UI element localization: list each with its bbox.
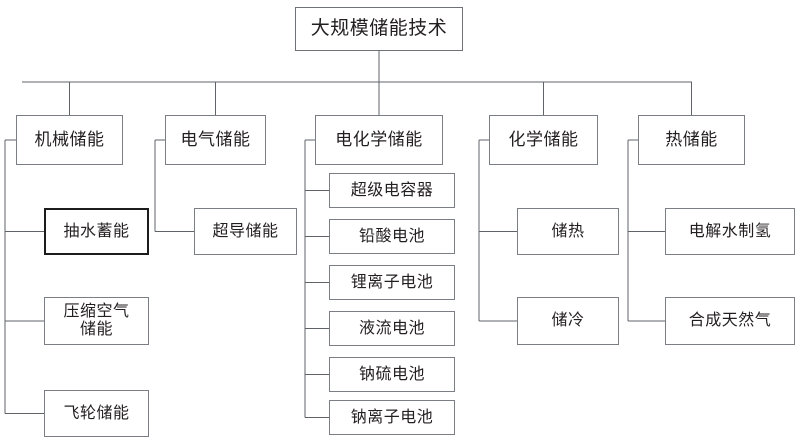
branch-0-child-2-node[interactable]: 飞轮储能 xyxy=(44,390,149,437)
node-label: 钠离子电池 xyxy=(350,408,434,426)
node-label: 热储能 xyxy=(665,130,718,150)
branch-2-child-0-node[interactable]: 超级电容器 xyxy=(329,173,455,208)
node-label: 电气储能 xyxy=(180,130,251,150)
branch-4-child-1-node[interactable]: 合成天然气 xyxy=(665,297,795,345)
branch-0-child-0-node[interactable]: 抽水蓄能 xyxy=(44,208,149,255)
node-label: 机械储能 xyxy=(34,130,105,150)
branch-3-child-0-node[interactable]: 储热 xyxy=(517,208,619,255)
branch-3-node[interactable]: 化学储能 xyxy=(489,115,598,165)
branch-0-child-1-node[interactable]: 压缩空气 储能 xyxy=(44,297,149,345)
root-node[interactable]: 大规模储能技术 xyxy=(295,7,463,51)
node-label: 电化学储能 xyxy=(335,130,423,150)
node-label: 储冷 xyxy=(551,312,585,330)
node-label: 压缩空气 储能 xyxy=(63,303,130,338)
node-label: 铅酸电池 xyxy=(358,227,425,245)
branch-3-child-1-node[interactable]: 储冷 xyxy=(517,297,619,345)
node-label: 电解水制氢 xyxy=(688,222,772,240)
node-label: 液流电池 xyxy=(358,319,425,337)
node-label: 飞轮储能 xyxy=(63,404,130,422)
branch-4-child-0-node[interactable]: 电解水制氢 xyxy=(665,208,795,255)
branch-4-node[interactable]: 热储能 xyxy=(638,115,745,165)
branch-2-child-5-node[interactable]: 钠离子电池 xyxy=(329,400,455,435)
branch-2-child-2-node[interactable]: 锂离子电池 xyxy=(329,265,455,300)
node-label: 锂离子电池 xyxy=(350,273,434,291)
node-label: 储热 xyxy=(551,222,585,240)
branch-1-child-0-node[interactable]: 超导储能 xyxy=(194,208,297,255)
node-label: 抽水蓄能 xyxy=(63,222,130,240)
branch-2-child-3-node[interactable]: 液流电池 xyxy=(329,311,455,346)
branch-2-child-1-node[interactable]: 铅酸电池 xyxy=(329,219,455,254)
node-label: 超导储能 xyxy=(212,222,279,240)
branch-2-child-4-node[interactable]: 钠硫电池 xyxy=(329,357,455,392)
branch-2-node[interactable]: 电化学储能 xyxy=(315,115,443,165)
node-label: 合成天然气 xyxy=(688,312,772,330)
node-label: 化学储能 xyxy=(508,130,579,150)
node-label: 超级电容器 xyxy=(350,181,434,199)
node-label: 钠硫电池 xyxy=(358,365,425,383)
branch-0-node[interactable]: 机械储能 xyxy=(16,115,123,165)
node-label: 大规模储能技术 xyxy=(310,18,448,40)
branch-1-node[interactable]: 电气储能 xyxy=(165,115,266,165)
